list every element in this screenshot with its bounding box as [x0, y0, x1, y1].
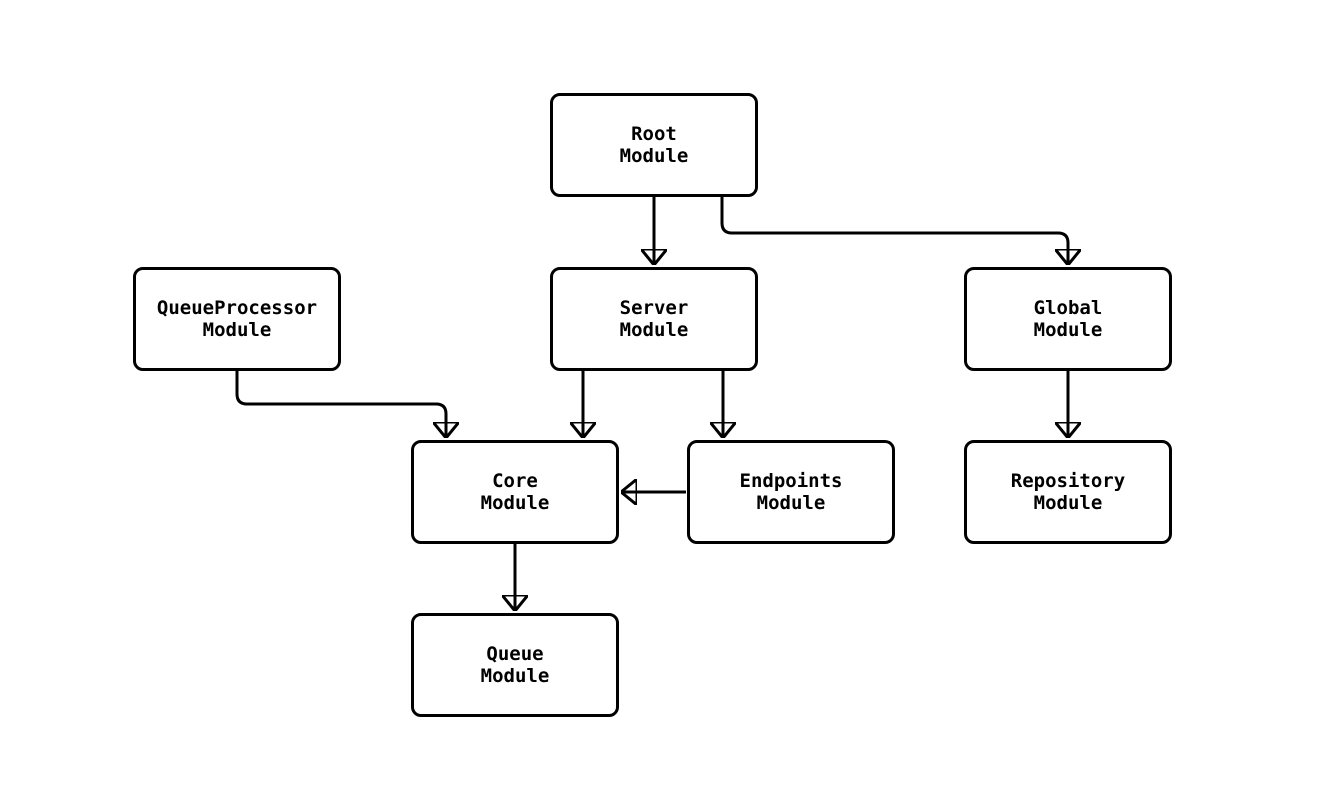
- node-repository-module: Repository Module: [964, 440, 1172, 544]
- node-queue-module: Queue Module: [411, 613, 619, 717]
- node-global-module: Global Module: [964, 267, 1172, 371]
- node-server-module: Server Module: [550, 267, 758, 371]
- edge-queueprocessor-to-core: [235, 371, 446, 437]
- node-root-module: Root Module: [550, 93, 758, 197]
- node-endpoints-module: Endpoints Module: [687, 440, 895, 544]
- node-queueprocessor-module-label: QueueProcessor Module: [156, 297, 318, 341]
- edge-root-to-global: [720, 197, 1068, 264]
- node-global-module-label: Global Module: [1033, 297, 1103, 341]
- node-core-module: Core Module: [411, 440, 619, 544]
- node-repository-module-label: Repository Module: [1010, 470, 1126, 514]
- node-endpoints-module-label: Endpoints Module: [739, 470, 843, 514]
- node-queueprocessor-module: QueueProcessor Module: [133, 267, 341, 371]
- node-root-module-label: Root Module: [619, 123, 689, 167]
- node-queue-module-label: Queue Module: [480, 643, 550, 687]
- node-core-module-label: Core Module: [480, 470, 550, 514]
- node-server-module-label: Server Module: [619, 297, 689, 341]
